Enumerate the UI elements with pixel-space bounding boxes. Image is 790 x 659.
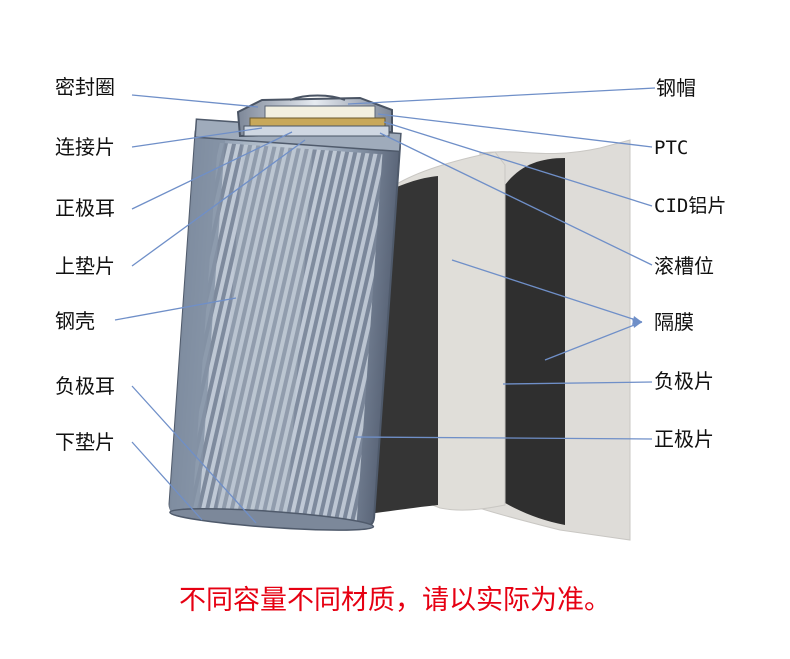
label-cid-aluminum: CID铝片 bbox=[654, 195, 727, 217]
label-steel-can: 钢壳 bbox=[55, 309, 95, 333]
label-connector-plate: 连接片 bbox=[55, 135, 115, 159]
leader-lines-left bbox=[114, 94, 306, 524]
label-lower-gasket: 下垫片 bbox=[55, 430, 115, 454]
label-groove-position: 滚槽位 bbox=[654, 254, 714, 278]
leader-separator-b bbox=[544, 321, 643, 361]
steel-can bbox=[168, 118, 402, 531]
label-upper-gasket: 上垫片 bbox=[55, 254, 115, 278]
leader-upper-gasket bbox=[131, 139, 306, 267]
disclaimer-caption: 不同容量不同材质，请以实际为准。 bbox=[179, 585, 611, 616]
label-separator: 隔膜 bbox=[654, 310, 694, 334]
leader-negative-tab bbox=[131, 385, 257, 524]
negative-plate bbox=[500, 158, 565, 525]
separator-arrow-b bbox=[632, 318, 642, 328]
leader-lower-gasket bbox=[131, 441, 203, 521]
label-ptc: PTC bbox=[654, 137, 689, 159]
leader-separator-a bbox=[451, 259, 643, 323]
label-negative-tab: 负极耳 bbox=[55, 374, 115, 398]
leader-lines-right bbox=[347, 87, 656, 440]
leader-steel-cap bbox=[347, 87, 656, 105]
label-seal-ring: 密封圈 bbox=[55, 75, 115, 99]
leader-groove bbox=[379, 132, 653, 266]
leader-connector bbox=[131, 127, 263, 148]
leader-steel-can bbox=[114, 297, 237, 321]
label-positive-plate: 正极片 bbox=[654, 427, 714, 451]
leader-cid-aluminum bbox=[383, 121, 653, 207]
leader-negative-plate bbox=[502, 381, 653, 385]
leader-seal-ring bbox=[131, 94, 259, 108]
leader-ptc bbox=[377, 113, 653, 148]
label-positive-tab: 正极耳 bbox=[55, 196, 115, 220]
label-steel-cap: 钢帽 bbox=[656, 76, 696, 100]
label-negative-plate: 负极片 bbox=[654, 369, 714, 393]
cap-assembly bbox=[236, 94, 393, 138]
leader-positive-tab bbox=[131, 131, 293, 210]
leader-positive-plate bbox=[354, 436, 653, 440]
